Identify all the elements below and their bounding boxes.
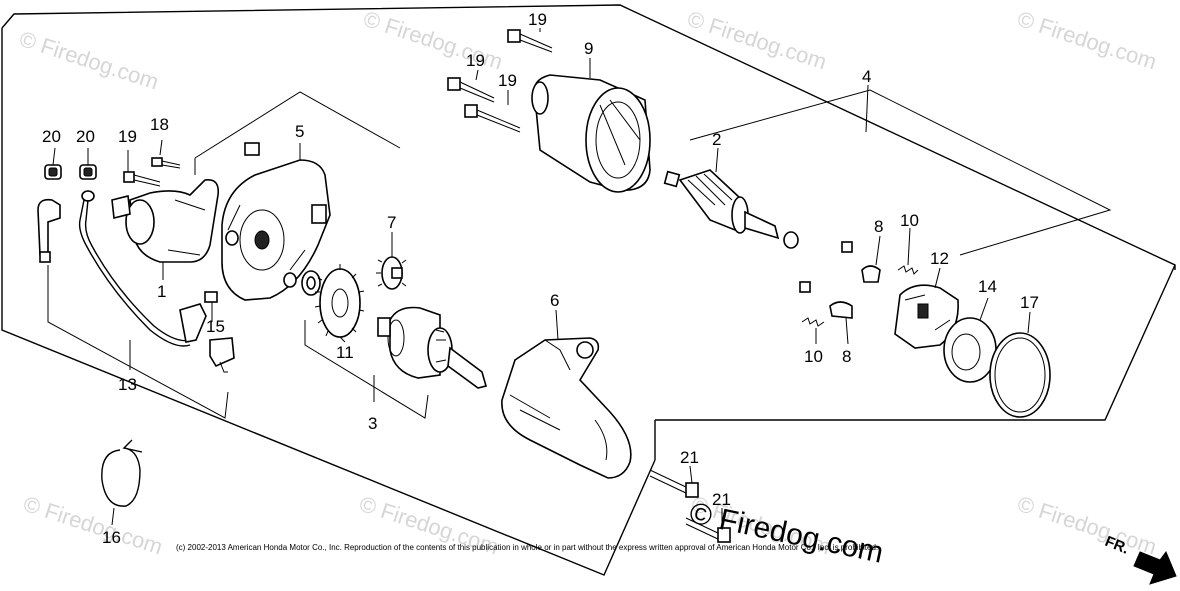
cable-13 bbox=[78, 199, 207, 347]
copyright-notice: (c) 2002-2013 American Honda Motor Co., … bbox=[176, 543, 878, 552]
callout-20b: 20 bbox=[76, 127, 95, 146]
o-ring-17 bbox=[989, 332, 1051, 418]
connector-15 bbox=[204, 291, 235, 373]
brush-8b bbox=[799, 281, 853, 319]
clip-16 bbox=[101, 439, 143, 507]
brush-8a bbox=[841, 241, 881, 283]
callout-19c: 19 bbox=[498, 71, 517, 90]
callout-17: 17 bbox=[1020, 293, 1039, 312]
nut-20a bbox=[44, 164, 62, 180]
spring-10b bbox=[801, 317, 825, 327]
rear-housing-6 bbox=[501, 337, 632, 479]
bolt-19a bbox=[123, 171, 161, 187]
nut-20b bbox=[79, 164, 97, 202]
callout-10b: 10 bbox=[804, 347, 823, 366]
yoke-9 bbox=[531, 74, 651, 193]
callout-7: 7 bbox=[387, 213, 396, 232]
callout-1: 1 bbox=[157, 282, 166, 301]
bolt-21a bbox=[649, 469, 699, 498]
callout-4: 4 bbox=[862, 67, 871, 86]
solenoid-1 bbox=[111, 178, 220, 263]
callout-10a: 10 bbox=[900, 211, 919, 230]
spring-10a bbox=[897, 265, 919, 275]
callout-13: 13 bbox=[118, 375, 137, 394]
armature-2 bbox=[663, 169, 799, 249]
callout-19d: 19 bbox=[118, 127, 137, 146]
gear-7 bbox=[376, 252, 407, 290]
callout-9: 9 bbox=[584, 39, 593, 58]
callout-2: 2 bbox=[712, 130, 721, 149]
bolt-19d bbox=[464, 104, 521, 133]
assembly-outline bbox=[1, 4, 1176, 576]
watermark-center: © Firedog.com bbox=[687, 497, 887, 570]
callout-8b: 8 bbox=[842, 347, 851, 366]
gear-11 bbox=[314, 264, 365, 338]
bolt-19b bbox=[507, 29, 553, 53]
callout-6: 6 bbox=[550, 291, 559, 310]
bolt-21b bbox=[685, 517, 731, 543]
callout-5: 5 bbox=[295, 122, 304, 141]
bolt-18 bbox=[151, 157, 181, 169]
callout-16: 16 bbox=[102, 528, 121, 547]
callout-18: 18 bbox=[150, 115, 169, 134]
bolt-19c bbox=[447, 77, 495, 103]
callout-15: 15 bbox=[206, 317, 225, 336]
brush-holder-12 bbox=[894, 284, 959, 349]
callout-19b: 19 bbox=[466, 51, 485, 70]
watermark: © Firedog.com bbox=[16, 26, 161, 94]
arrow-right-icon bbox=[1133, 551, 1177, 585]
callout-3: 3 bbox=[368, 414, 377, 433]
plate-14 bbox=[943, 317, 997, 383]
group-outlines bbox=[47, 89, 1112, 419]
watermark: © Firedog.com bbox=[1014, 6, 1159, 74]
leader-lines bbox=[52, 28, 1031, 528]
watermark: © Firedog.com bbox=[684, 6, 829, 74]
callout-19a: 19 bbox=[528, 10, 547, 29]
callouts: 1 2 3 4 5 6 7 8 8 9 10 10 11 12 13 14 15… bbox=[42, 10, 1039, 547]
clutch-3 bbox=[377, 306, 487, 389]
callout-21a: 21 bbox=[680, 448, 699, 467]
callout-20a: 20 bbox=[42, 127, 61, 146]
terminal-cap bbox=[37, 198, 61, 263]
callout-11: 11 bbox=[336, 343, 354, 362]
watermark: © Firedog.com bbox=[20, 491, 165, 559]
front-housing-5 bbox=[221, 142, 331, 301]
washer bbox=[301, 270, 321, 296]
watermark: © Firedog.com bbox=[1014, 491, 1159, 559]
callout-14: 14 bbox=[978, 277, 997, 296]
callout-8a: 8 bbox=[874, 217, 883, 236]
callout-12: 12 bbox=[930, 249, 949, 268]
callout-21b: 21 bbox=[712, 490, 731, 509]
